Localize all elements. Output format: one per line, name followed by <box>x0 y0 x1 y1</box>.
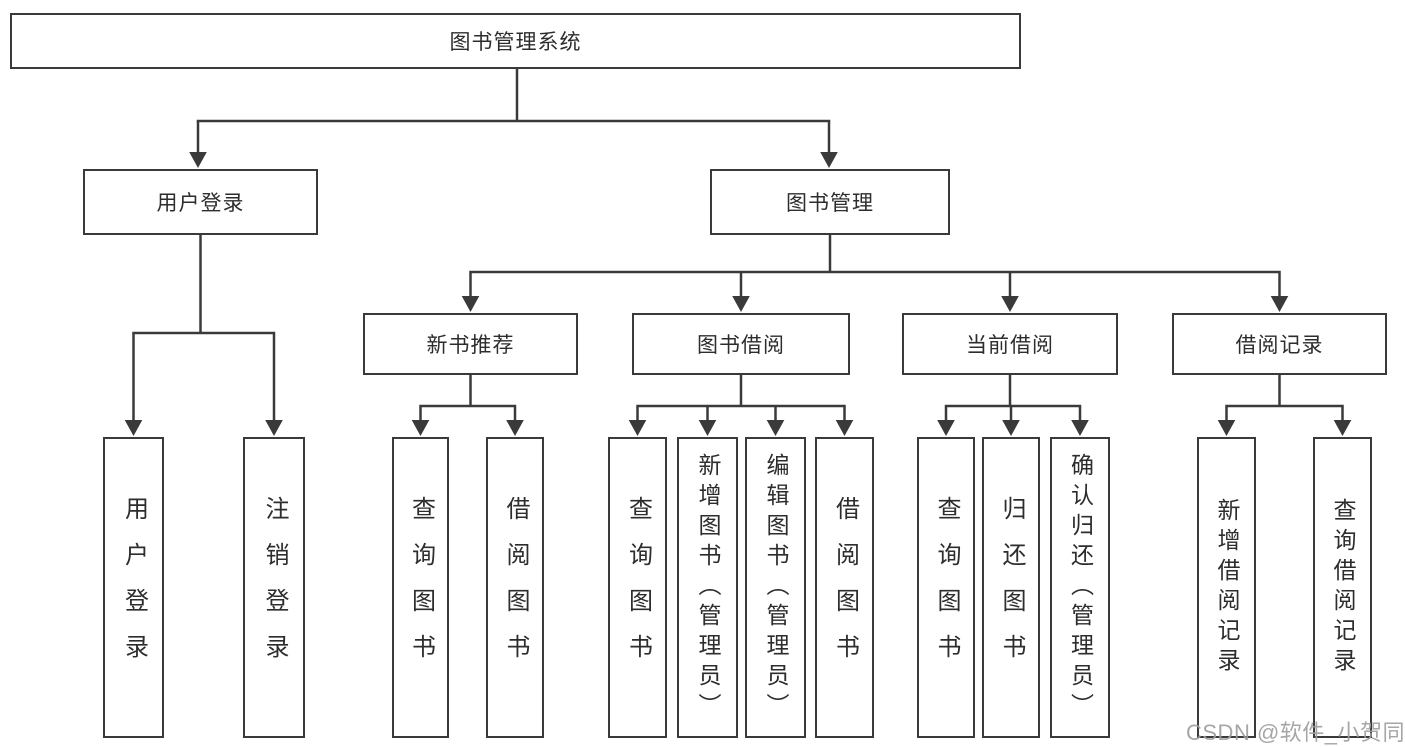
node-current-borrow-label: 当前借阅 <box>966 334 1054 357</box>
node-current-borrow: 当前借阅 <box>902 313 1118 375</box>
leaf-borrow-query-book: 查询图书 <box>608 437 667 738</box>
node-borrow-records: 借阅记录 <box>1172 313 1387 375</box>
leaf-records-add-record: 新增借阅记录 <box>1197 437 1256 738</box>
leaf-records-query-record-label: 查询借阅记录 <box>1330 497 1356 678</box>
leaf-current-return-book: 归还图书 <box>982 437 1040 738</box>
node-book-management-label: 图书管理 <box>786 192 874 215</box>
leaf-current-confirm-return-admin: 确认归还（管理员） <box>1050 437 1110 738</box>
leaf-current-return-book-label: 归还图书 <box>998 495 1025 680</box>
node-new-book-recommend: 新书推荐 <box>363 313 578 375</box>
leaf-recommend-query-book-label: 查询图书 <box>407 495 435 680</box>
leaf-borrow-borrow-book: 借阅图书 <box>815 437 874 738</box>
node-user-login: 用户登录 <box>83 169 318 235</box>
leaf-recommend-borrow-book-label: 借阅图书 <box>502 495 529 680</box>
connector-current-children <box>944 371 1082 408</box>
node-book-borrow: 图书借阅 <box>632 313 850 375</box>
leaf-recommend-borrow-book: 借阅图书 <box>486 437 544 738</box>
leaf-current-query-book-label: 查询图书 <box>933 495 960 680</box>
leaf-borrow-add-book-admin: 新增图书（管理员） <box>677 437 738 738</box>
node-root: 图书管理系统 <box>10 13 1021 69</box>
connector-book-management-children <box>469 230 1281 274</box>
leaf-borrow-borrow-book-label: 借阅图书 <box>831 495 859 680</box>
leaf-current-query-book: 查询图书 <box>917 437 975 738</box>
connector-user-login-children <box>132 230 276 335</box>
connector-recommend-children <box>419 371 517 408</box>
leaf-borrow-add-book-admin-label: 新增图书（管理员） <box>695 452 721 723</box>
node-borrow-records-label: 借阅记录 <box>1235 334 1324 357</box>
leaf-user-login: 用户登录 <box>103 437 164 738</box>
connector-root-to-level2 <box>196 64 831 123</box>
node-book-management: 图书管理 <box>710 169 950 235</box>
leaf-records-add-record-label: 新增借阅记录 <box>1214 497 1240 678</box>
leaf-user-login-label: 用户登录 <box>120 495 148 680</box>
leaf-current-confirm-return-admin-label: 确认归还（管理员） <box>1067 452 1094 723</box>
node-book-borrow-label: 图书借阅 <box>697 334 785 357</box>
leaf-logout: 注销登录 <box>243 437 305 738</box>
leaf-borrow-query-book-label: 查询图书 <box>624 495 652 680</box>
leaf-logout-label: 注销登录 <box>261 495 288 680</box>
connector-borrow-children <box>636 371 846 408</box>
csdn-watermark: CSDN @软件_小贺同学 <box>1186 720 1405 745</box>
node-new-book-recommend-label: 新书推荐 <box>426 334 515 357</box>
node-root-label: 图书管理系统 <box>449 31 582 54</box>
leaf-records-query-record: 查询借阅记录 <box>1313 437 1372 738</box>
leaf-recommend-query-book: 查询图书 <box>392 437 449 738</box>
connector-records-children <box>1225 371 1344 408</box>
leaf-borrow-edit-book-admin: 编辑图书（管理员） <box>745 437 806 738</box>
leaf-borrow-edit-book-admin-label: 编辑图书（管理员） <box>763 452 789 723</box>
node-user-login-label: 用户登录 <box>156 192 245 215</box>
